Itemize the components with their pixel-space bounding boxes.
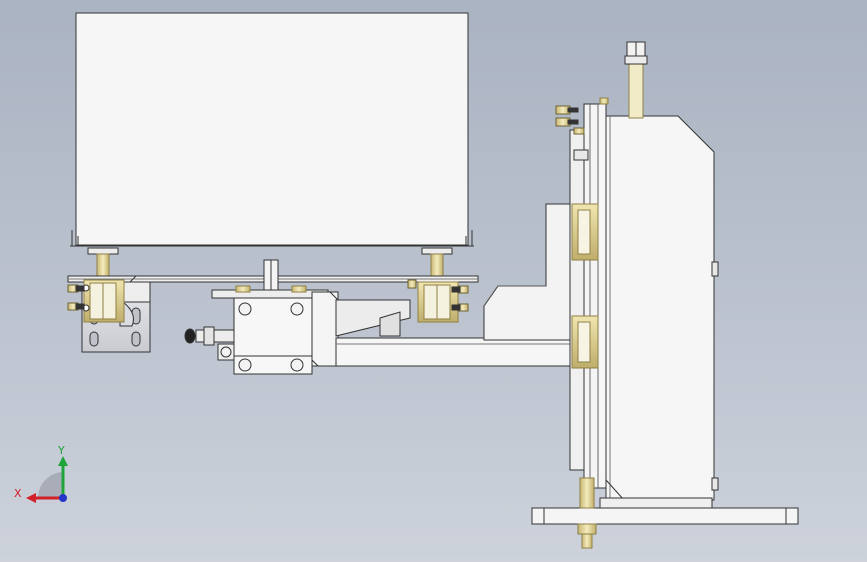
horizontal-arm [311, 291, 573, 367]
left-post [87, 247, 119, 281]
top-rod [624, 41, 648, 119]
triad-plane [37, 472, 63, 498]
y-axis-label: Y [57, 444, 65, 457]
valve-block [233, 297, 313, 375]
cylinder-body [605, 115, 719, 501]
lower-carriage [571, 315, 599, 369]
right-clamp [407, 279, 469, 323]
center-stem [263, 259, 279, 293]
z-axis [59, 494, 67, 502]
bottom-fitting [577, 477, 597, 549]
x-arrow [26, 493, 36, 503]
column-bracket [483, 203, 573, 341]
x-axis-label: X [14, 487, 22, 500]
pneumatic-fitting [184, 326, 235, 361]
top-panel [70, 12, 474, 247]
base-plate [531, 497, 799, 525]
vertical-rail [569, 97, 609, 489]
upper-carriage [571, 203, 599, 261]
coordinate-triad: Y X [14, 444, 68, 503]
column-screws [555, 105, 585, 135]
left-clamp [67, 279, 125, 323]
y-arrow [58, 456, 68, 466]
